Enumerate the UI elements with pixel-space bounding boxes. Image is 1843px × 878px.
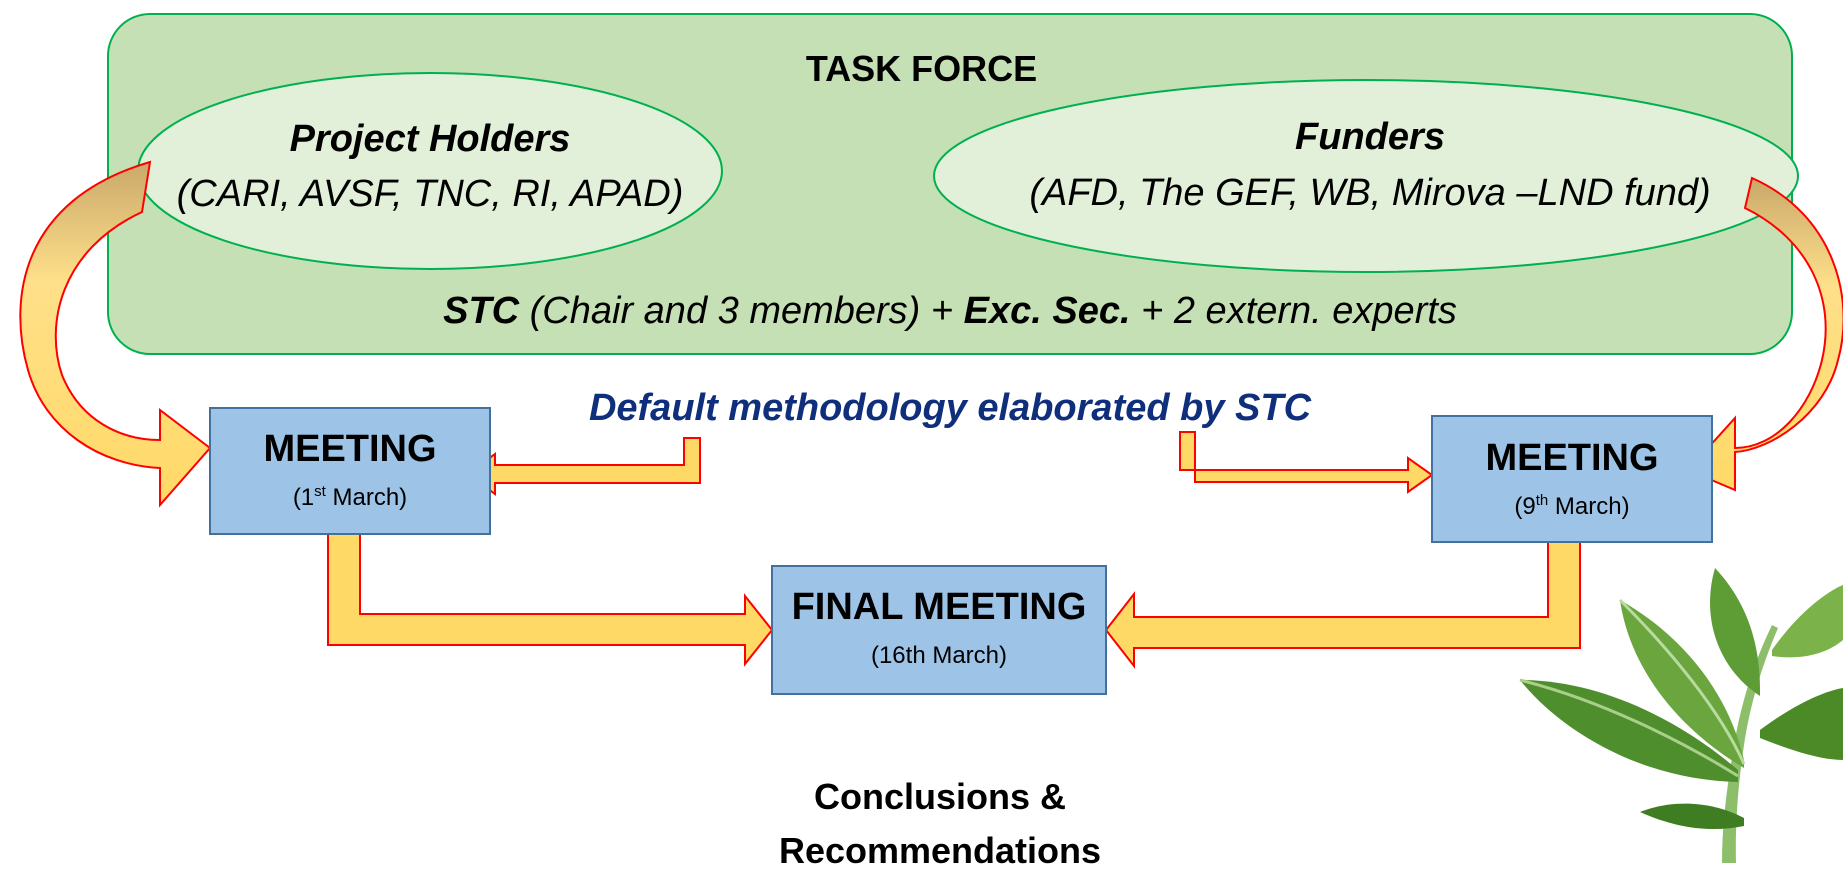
meeting2-box xyxy=(1431,415,1713,543)
funders-title: Funders xyxy=(1295,116,1445,158)
meeting2-to-final-arrow xyxy=(1104,541,1581,669)
left-curved-arrow xyxy=(19,160,212,508)
project-holders-title: Project Holders xyxy=(289,118,571,160)
meeting1-to-final-arrow xyxy=(327,533,774,667)
project-holders-ellipse xyxy=(137,72,723,270)
final-meeting-title: FINAL MEETING xyxy=(791,586,1087,628)
stc-composition: STC (Chair and 3 members) + Exc. Sec. + … xyxy=(108,290,1792,333)
meeting1-title: MEETING xyxy=(263,428,437,470)
conclusions-label: Conclusions &Recommendations xyxy=(778,776,1102,871)
task-force-title: TASK FORCE xyxy=(805,48,1038,89)
funders-ellipse xyxy=(933,79,1799,273)
methodology-label: Default methodology elaborated by STC xyxy=(588,387,1312,429)
final-meeting-box xyxy=(771,565,1107,695)
final-meeting-date: (16th March) xyxy=(870,642,1008,669)
leaf-plant-icon xyxy=(1519,568,1843,863)
meeting2-title: MEETING xyxy=(1485,437,1659,479)
meeting1-box xyxy=(209,407,491,535)
project-holders-members: (CARI, AVSF, TNC, RI, APAD) xyxy=(176,173,684,215)
funders-members: (AFD, The GEF, WB, Mirova –LND fund) xyxy=(1029,172,1711,214)
stc-label: STC xyxy=(443,290,520,332)
meeting1-date: (1st March) xyxy=(292,483,408,511)
methodology-to-meeting2-arrow xyxy=(1179,431,1434,494)
experts-text: + 2 extern. experts xyxy=(1130,290,1457,332)
methodology-to-meeting1-arrow xyxy=(466,437,701,496)
meeting2-date: (9th March) xyxy=(1514,492,1630,520)
exc-sec-label: Exc. Sec. xyxy=(963,290,1131,332)
stc-chair-text: (Chair and 3 members) + xyxy=(519,290,964,332)
